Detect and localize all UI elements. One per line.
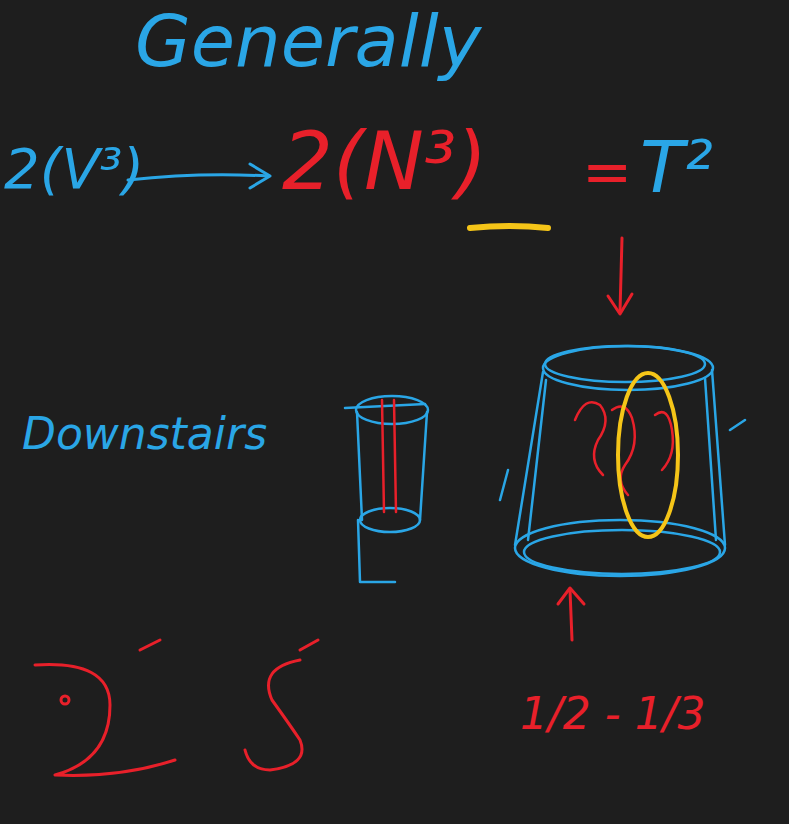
title-text: Generally <box>135 2 481 81</box>
highlight-underline <box>470 226 548 228</box>
fraction-text: 1/2 - 1/3 <box>520 690 705 738</box>
big-cylinder <box>500 346 745 576</box>
scribble <box>35 640 318 775</box>
arrow-head <box>250 164 270 188</box>
arrow-head <box>608 294 632 314</box>
formula-text: 2(V³) <box>4 138 144 200</box>
highlight-ellipse <box>618 373 678 537</box>
equals-sign: = <box>582 138 632 204</box>
handwritten-note: Downstairs <box>22 410 267 458</box>
arrow-line <box>570 590 572 640</box>
squiggles <box>575 402 673 495</box>
arrow-line <box>128 175 268 180</box>
small-cylinder <box>345 396 428 582</box>
formula-text: 2(N³) <box>282 118 487 206</box>
arrow-head <box>558 588 584 604</box>
inner-lines <box>382 400 396 512</box>
formula-text: T² <box>640 128 713 207</box>
arrow-line <box>620 238 622 312</box>
